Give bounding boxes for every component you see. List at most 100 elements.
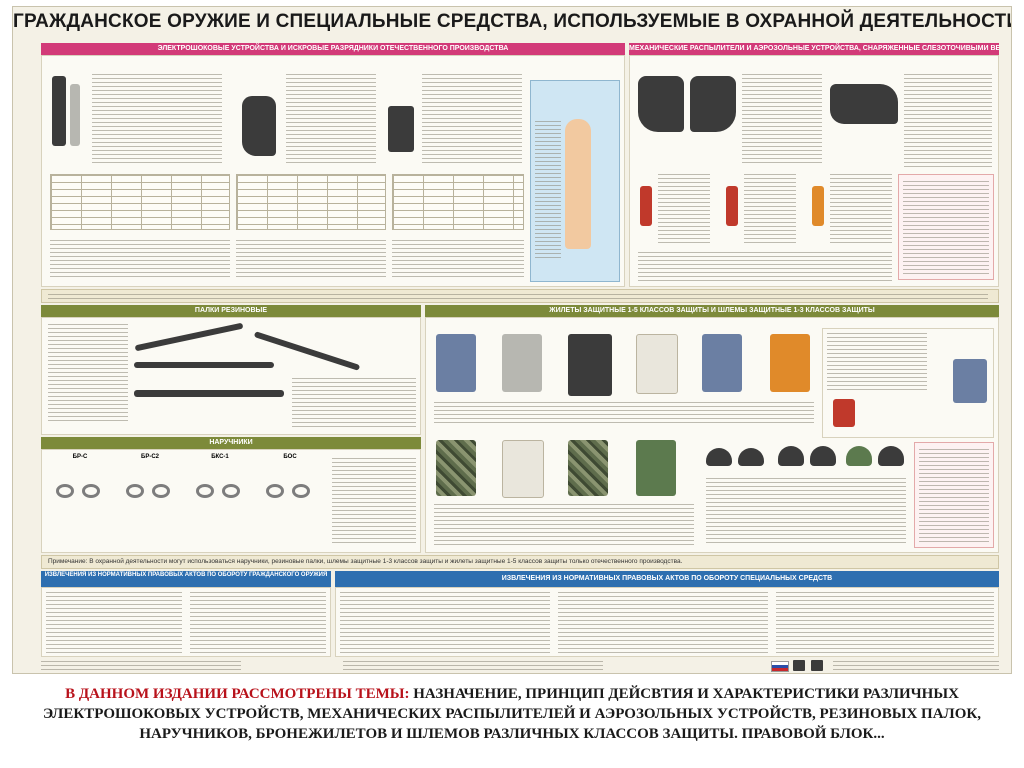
handcuff-ring-icon [196, 484, 214, 498]
note-top-text [48, 294, 988, 300]
electroshock-text-5 [236, 240, 386, 280]
legal-civil-text-2 [190, 592, 326, 654]
body-zones-panel [530, 80, 620, 282]
vest-4-image [636, 334, 678, 394]
body-zones-text [535, 121, 561, 261]
vest-2-image [502, 334, 542, 392]
stun-device-image [388, 106, 414, 152]
vests-panel [425, 317, 999, 553]
electroshock-text-3 [422, 74, 522, 164]
helmet-2-image [738, 448, 764, 466]
handcuff-ring-icon [82, 484, 100, 498]
electroshock-text-1 [92, 74, 222, 164]
handcuff-bks-1: БКС-1 [188, 454, 252, 544]
note-bottom: Примечание: В охранной деятельности могу… [41, 555, 999, 569]
electroshock-text-6 [392, 240, 524, 280]
vest-10-image [636, 440, 676, 496]
mechanical-text-6 [638, 252, 892, 282]
handcuff-label-3: БКС-1 [211, 454, 229, 460]
batons-panel [41, 317, 421, 435]
handcuff-label-1: БР-С [72, 454, 88, 460]
spray-can-1-image [640, 186, 652, 226]
baton-1-image [134, 322, 244, 352]
legal-special-text-1 [340, 592, 550, 654]
stun-baton-image [52, 76, 66, 146]
note-top [41, 289, 999, 303]
legal-civil-text-1 [46, 592, 182, 654]
vest-extras-text [827, 333, 927, 393]
helmet-1-image [706, 448, 732, 466]
legal-special-panel [335, 587, 999, 657]
baton-2-image [134, 362, 274, 368]
handcuff-ring-icon [56, 484, 74, 498]
poster-title: ГРАЖДАНСКОЕ ОРУЖИЕ И СПЕЦИАЛЬНЫЕ СРЕДСТВ… [13, 11, 1012, 32]
section-header-legal-civil: ИЗВЛЕЧЕНИЯ ИЗ НОРМАТИВНЫХ ПРАВОВЫХ АКТОВ… [41, 571, 331, 587]
mechanical-text-2 [904, 74, 992, 170]
handcuff-br-s2: БР-С2 [118, 454, 182, 544]
mechanical-text-3 [658, 174, 710, 244]
helmet-3-image [778, 446, 804, 466]
footer-text-right [833, 661, 999, 671]
russia-flag-icon [771, 661, 789, 672]
human-silhouette-image [565, 119, 591, 249]
armor-vest-extra-image [953, 359, 987, 403]
vest-5-image [702, 334, 742, 392]
mechanical-notes-text [903, 181, 989, 275]
section-header-batons: ПАЛКИ РЕЗИНОВЫЕ [41, 305, 421, 317]
edition-description-body: НАЗНАЧЕНИЕ, ПРИНЦИП ДЕЙСВТИЯ И ХАРАКТЕРИ… [42, 686, 982, 742]
vests-row2-text [434, 504, 694, 546]
vest-conditions-text [919, 449, 989, 543]
section-header-vests: ЖИЛЕТЫ ЗАЩИТНЫЕ 1-5 КЛАССОВ ЗАЩИТЫ И ШЛЕ… [425, 305, 999, 317]
section-header-mechanical: МЕХАНИЧЕСКИЕ РАСПЫЛИТЕЛИ И АЭРОЗОЛЬНЫЕ У… [629, 43, 999, 55]
electroshock-text-4 [50, 240, 230, 280]
spec-table-1 [50, 174, 230, 230]
vest-8-image [502, 440, 544, 498]
handcuff-ring-icon [222, 484, 240, 498]
footer-text-left [41, 661, 241, 671]
vest-conditions-box [914, 442, 994, 548]
edition-description-lead: В ДАННОМ ИЗДАНИИ РАССМОТРЕНЫ ТЕМЫ: [65, 686, 410, 702]
handcuff-label-4: БОС [283, 454, 297, 460]
baton-4-image [134, 390, 284, 397]
section-header-handcuffs: НАРУЧНИКИ [41, 437, 421, 449]
electroshock-panel [41, 55, 625, 287]
spec-table-3 [392, 174, 524, 230]
legal-special-text-2 [558, 592, 768, 654]
vest-6-image [770, 334, 810, 392]
edition-description: В ДАННОМ ИЗДАНИИ РАССМОТРЕНЫ ТЕМЫ: НАЗНА… [0, 684, 1024, 744]
publisher-logo-icon [793, 660, 805, 671]
mechanical-notes-box [898, 174, 994, 280]
spray-can-2-image [726, 186, 738, 226]
handcuff-br-s: БР-С [48, 454, 112, 544]
batons-text-1 [48, 324, 128, 424]
vest-9-image [568, 440, 608, 496]
spec-table-2 [236, 174, 386, 230]
mechanical-text-5 [830, 174, 892, 244]
handcuff-bos: БОС [258, 454, 322, 544]
vest-1-image [436, 334, 476, 392]
handcuff-ring-icon [292, 484, 310, 498]
udar-device-image [638, 76, 684, 132]
helmets-text [706, 478, 906, 546]
legal-special-text-3 [776, 592, 994, 654]
electroshock-text-2 [286, 74, 376, 164]
udar-device-2-image [690, 76, 736, 132]
handcuff-ring-icon [126, 484, 144, 498]
handcuff-ring-icon [152, 484, 170, 498]
helmet-6-image [878, 446, 904, 466]
stun-gun-pistol-image [242, 96, 276, 156]
section-header-electroshock: ЭЛЕКТРОШОКОВЫЕ УСТРОЙСТВА И ИСКРОВЫЕ РАЗ… [41, 43, 625, 55]
batons-text-2 [292, 378, 416, 428]
helmet-4-image [810, 446, 836, 466]
poster: ГРАЖДАНСКОЕ ОРУЖИЕ И СПЕЦИАЛЬНЫЕ СРЕДСТВ… [12, 6, 1012, 674]
vests-row1-text [434, 402, 814, 424]
legal-civil-panel [41, 587, 331, 657]
spray-can-3-image [812, 186, 824, 226]
mechanical-panel [629, 55, 999, 287]
vest-7-image [436, 440, 476, 496]
stun-baton-2-image [70, 84, 80, 146]
armor-plate-image [833, 399, 855, 427]
mechanical-text-4 [744, 174, 796, 244]
vest-3-image [568, 334, 612, 396]
publisher-logo-2-icon [811, 660, 823, 671]
